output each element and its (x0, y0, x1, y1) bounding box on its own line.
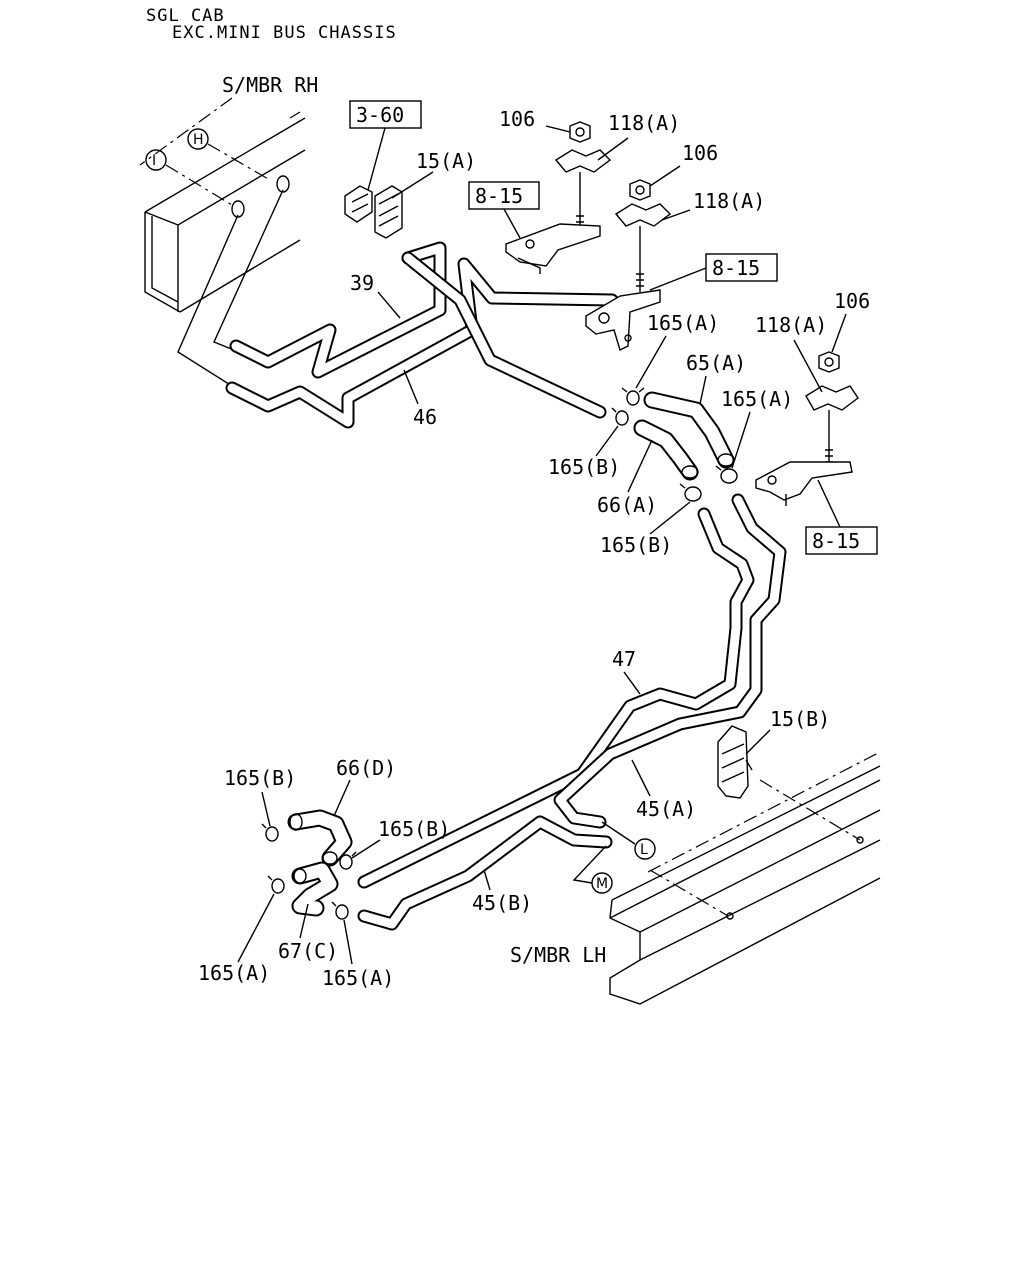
hose-66a (633, 419, 699, 481)
callout-39: 39 (350, 271, 374, 295)
side-member-lh (609, 751, 881, 1005)
callout-66d: 66(D) (336, 756, 396, 780)
callout-165a-3: 165(A) (198, 961, 270, 985)
ref-box-8-15-c: 8-15 (805, 479, 878, 555)
ref-box-8-15-c-text: 8-15 (812, 529, 860, 553)
callout-106-c: 106 (834, 289, 870, 313)
bracket-b (585, 289, 661, 351)
hose-66d (287, 809, 353, 867)
callout-165a-2: 165(A) (721, 387, 793, 411)
callout-165a-4: 165(A) (322, 966, 394, 990)
side-member-rh-label: S/MBR RH (222, 73, 318, 97)
nut-106-a (569, 121, 591, 143)
clamp-165a-2 (715, 465, 738, 484)
clamp-118a-a (554, 149, 612, 173)
callout-67c: 67(C) (278, 939, 338, 963)
callout-45b: 45(B) (472, 891, 532, 915)
bracket-c (755, 461, 853, 506)
ref-box-8-15-a: 8-15 (468, 181, 540, 239)
header-line-2: EXC.MINI BUS CHASSIS (172, 23, 397, 43)
callout-46: 46 (413, 405, 437, 429)
pipe-39 (229, 241, 447, 379)
clamp-165b-4 (339, 851, 357, 870)
clamp-165b-1 (611, 407, 629, 426)
callout-118a-a: 118(A) (608, 111, 680, 135)
clamp-118a-b (614, 203, 672, 227)
callout-45a: 45(A) (636, 797, 696, 821)
clamp-165b-3 (261, 823, 279, 842)
ref-box-8-15-a-text: 8-15 (475, 184, 523, 208)
marker-i-text: I (152, 153, 156, 169)
callout-165b-4: 165(B) (378, 817, 450, 841)
clamp-165b-2 (679, 483, 702, 502)
ref-box-3-60-text: 3-60 (356, 103, 404, 127)
pipe-46 (225, 257, 619, 429)
pipe-45a (553, 493, 787, 829)
clamp-165a-4 (331, 901, 349, 920)
ref-box-3-60: 3-60 (349, 100, 422, 191)
clamp-118a-c (805, 385, 859, 411)
header-line-1: SGL CAB (146, 6, 225, 26)
callout-15a: 15(A) (416, 149, 476, 173)
side-member-lh-label: S/MBR LH (510, 943, 606, 967)
ref-box-8-15-b-text: 8-15 (712, 256, 760, 280)
nut-106-c (818, 351, 840, 373)
clamp-165a-1 (621, 387, 645, 406)
callout-165b-2: 165(B) (600, 533, 672, 557)
callout-15b: 15(B) (770, 707, 830, 731)
callout-165b-1: 165(B) (548, 455, 620, 479)
pipe-45b (357, 815, 613, 931)
hose-67c (291, 861, 339, 917)
marker-m: M (572, 845, 613, 894)
callout-118a-b: 118(A) (693, 189, 765, 213)
callout-165a-1: 165(A) (647, 311, 719, 335)
marker-h-text: H (193, 132, 204, 148)
marker-m-text: M (596, 876, 608, 892)
callout-47: 47 (612, 647, 636, 671)
marker-i: I (145, 149, 233, 206)
callout-106-b: 106 (682, 141, 718, 165)
callout-66a: 66(A) (597, 493, 657, 517)
clamp-165a-3 (267, 875, 285, 894)
bracket-a (505, 223, 601, 274)
pipe-47 (357, 507, 755, 889)
marker-h: H (187, 128, 271, 181)
clip-15b (717, 725, 753, 799)
callout-165b-3: 165(B) (224, 766, 296, 790)
callout-106-a: 106 (499, 107, 535, 131)
side-member-rh (139, 97, 306, 313)
pipe-39-b (401, 251, 607, 419)
marker-l-text: L (640, 842, 648, 858)
clip-15a (344, 185, 403, 239)
callout-118a-c: 118(A) (755, 313, 827, 337)
callout-65a: 65(A) (686, 351, 746, 375)
marker-l: L (601, 821, 656, 860)
ref-box-8-15-b: 8-15 (649, 253, 778, 291)
nut-106-b (629, 179, 651, 201)
